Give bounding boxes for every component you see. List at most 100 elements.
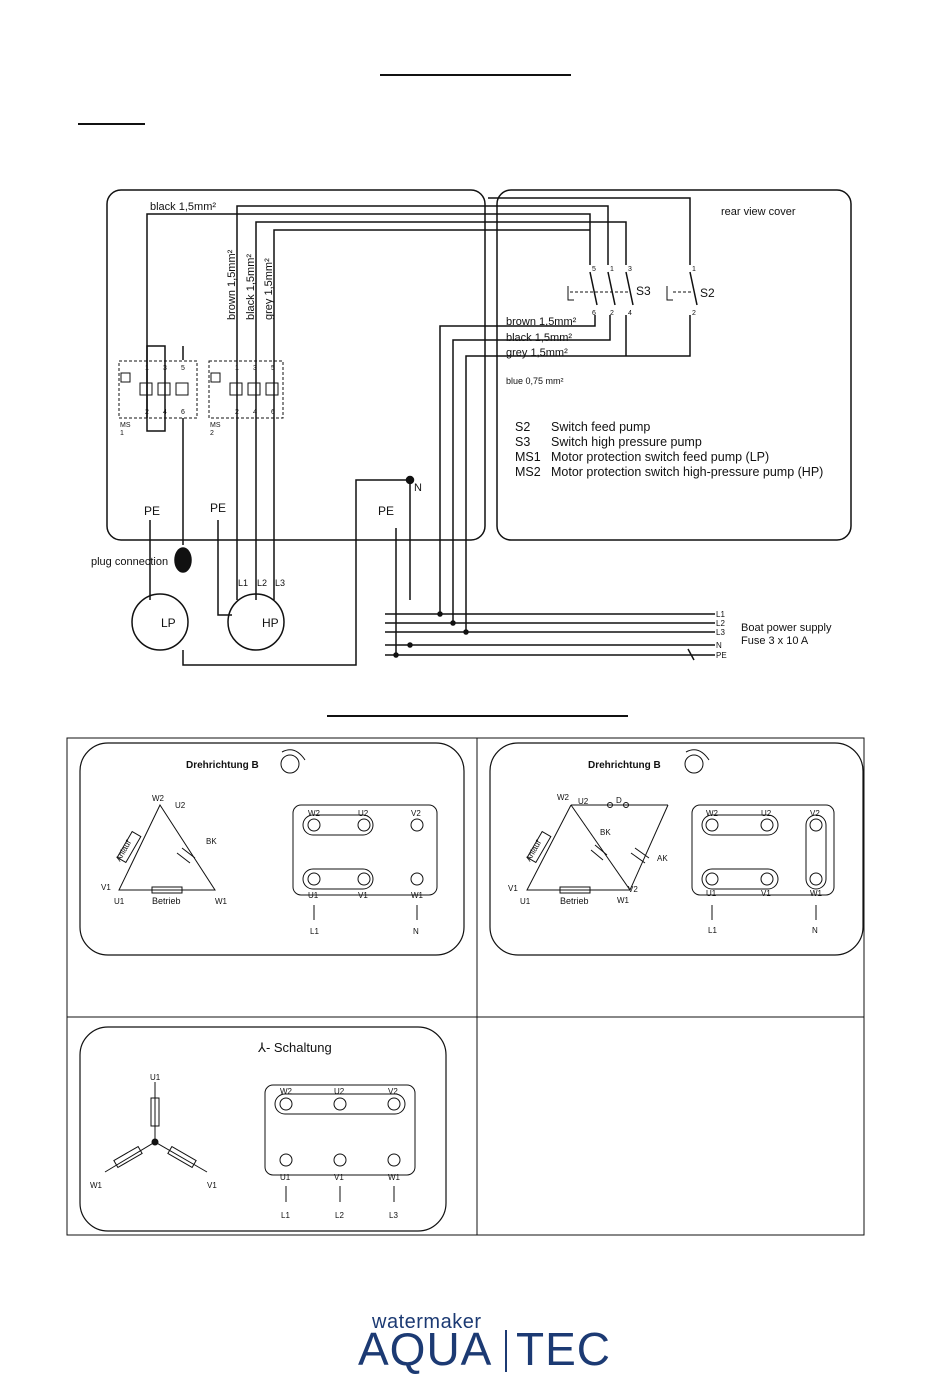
legend-text-s3: Switch high pressure pump <box>551 435 702 449</box>
b-betrieb: Betrieb <box>560 896 589 906</box>
s3-t6: 6 <box>592 310 596 317</box>
wiring-diagram <box>106 189 852 666</box>
a-bk: BK <box>206 837 217 846</box>
b-box-w2: W2 <box>706 809 719 818</box>
bus-n: N <box>716 641 722 650</box>
a-box-w2: W2 <box>308 809 321 818</box>
ms2-t1: 1 <box>235 365 239 372</box>
ms1-t5: 5 <box>181 365 185 372</box>
motor-l2: L2 <box>257 578 267 588</box>
lp-label: LP <box>161 616 176 630</box>
legend-key-s3: S3 <box>515 435 530 449</box>
legend-key-s2: S2 <box>515 420 530 434</box>
s3-t4: 4 <box>628 310 632 317</box>
c-box-v1: V1 <box>334 1173 344 1182</box>
svg-text:1: 1 <box>120 430 124 437</box>
wire-label-brown: brown 1,5mm² <box>226 249 238 320</box>
b-box-u2: U2 <box>761 809 772 818</box>
c-star-u1: U1 <box>150 1073 161 1082</box>
connection-table <box>66 737 865 1236</box>
b-box-v2: V2 <box>810 809 820 818</box>
wiring-labels: black 1,5mm² brown 1,5mm² black 1,5mm² g… <box>91 201 832 660</box>
a-box-u1: U1 <box>308 891 319 900</box>
panel-b <box>489 742 864 956</box>
s2-t2: 2 <box>692 310 696 317</box>
c-box-w1: W1 <box>388 1173 401 1182</box>
label-black: black 1,5mm² <box>506 332 572 344</box>
wire-label-grey: grey 1,5mm² <box>263 258 275 320</box>
c-star-w1: W1 <box>90 1181 103 1190</box>
ms2-t4: 4 <box>253 409 257 416</box>
ms1-housing <box>118 360 198 419</box>
a-box-u2: U2 <box>358 809 369 818</box>
boat-supply-label: Boat power supply <box>741 622 832 634</box>
a-box-w1: W1 <box>411 891 424 900</box>
a-betrieb: Betrieb <box>152 896 181 906</box>
ms1-t6: 6 <box>181 409 185 416</box>
b-l1: L1 <box>708 926 717 935</box>
a-box-v1: V1 <box>358 891 368 900</box>
b-tri-w1: W1 <box>617 896 630 905</box>
ms2-housing <box>208 360 284 419</box>
ms1-t3: 3 <box>163 365 167 372</box>
a-anlauf: Anlauf <box>114 838 134 863</box>
a-tri-u2: U2 <box>175 801 186 810</box>
a-n: N <box>413 927 419 936</box>
bus-pe: PE <box>716 651 727 660</box>
ms1-t4: 4 <box>163 409 167 416</box>
legend-text-ms2: Motor protection switch high-pressure pu… <box>551 465 823 479</box>
legend-text-ms1: Motor protection switch feed pump (LP) <box>551 450 769 464</box>
ms2-t2: 2 <box>235 409 239 416</box>
rear-cover-box <box>496 189 852 541</box>
s3-t3: 3 <box>628 266 632 273</box>
motor-l1: L1 <box>238 578 248 588</box>
motor-l3: L3 <box>275 578 285 588</box>
c-box-v2: V2 <box>388 1087 398 1096</box>
schaltung-title: ⅄- Schaltung <box>257 1040 332 1055</box>
wire-label-black-v: black 1,5mm² <box>245 254 257 320</box>
c-box-w2: W2 <box>280 1087 293 1096</box>
panel-c <box>79 1026 447 1232</box>
c-l2: L2 <box>335 1211 344 1220</box>
plug-label: plug connection <box>91 556 168 568</box>
s3-t2: 2 <box>610 310 614 317</box>
s3-t1: 1 <box>610 266 614 273</box>
rear-cover-label: rear view cover <box>721 206 796 218</box>
legend: S2 Switch feed pump S3 Switch high press… <box>515 420 823 479</box>
a-l1: L1 <box>310 927 319 936</box>
b-tri-v2: V2 <box>628 885 638 894</box>
bus-l1: L1 <box>716 610 725 619</box>
legend-text-s2: Switch feed pump <box>551 420 650 434</box>
logo-watermaker: watermaker <box>372 1311 482 1333</box>
panel-a <box>79 742 465 956</box>
drehrichtung-a: Drehrichtung B <box>186 760 259 771</box>
label-brown: brown 1,5mm² <box>506 316 577 328</box>
a-tri-u1: U1 <box>114 897 125 906</box>
label-grey: grey 1,5mm² <box>506 347 568 359</box>
n-label: N <box>414 482 422 494</box>
bus-l3: L3 <box>716 628 725 637</box>
b-box-u1: U1 <box>706 889 717 898</box>
b-ak: AK <box>657 854 668 863</box>
panel-labels: Drehrichtung B Drehrichtung B ⅄- Schaltu… <box>90 760 823 1220</box>
s2-label: S2 <box>700 286 715 300</box>
logo-aqua: AQUA <box>358 1323 493 1375</box>
pe-label-1: PE <box>144 504 160 518</box>
pe-label-3: PE <box>378 504 394 518</box>
control-box <box>106 189 486 541</box>
svg-text:2: 2 <box>210 430 214 437</box>
s2-t1: 1 <box>692 266 696 273</box>
c-l1: L1 <box>281 1211 290 1220</box>
ms1-t1: 1 <box>145 365 149 372</box>
ms1-label: MS <box>120 422 131 429</box>
b-tri-u2: U2 <box>578 797 589 806</box>
b-box-v1: V1 <box>761 889 771 898</box>
b-tri-u1: U1 <box>520 897 531 906</box>
ms1-t2: 2 <box>145 409 149 416</box>
logo-divider <box>505 1330 507 1372</box>
b-n: N <box>812 926 818 935</box>
ms2-label: MS <box>210 422 221 429</box>
a-tri-w2: W2 <box>152 794 165 803</box>
ms2-t5: 5 <box>271 365 275 372</box>
